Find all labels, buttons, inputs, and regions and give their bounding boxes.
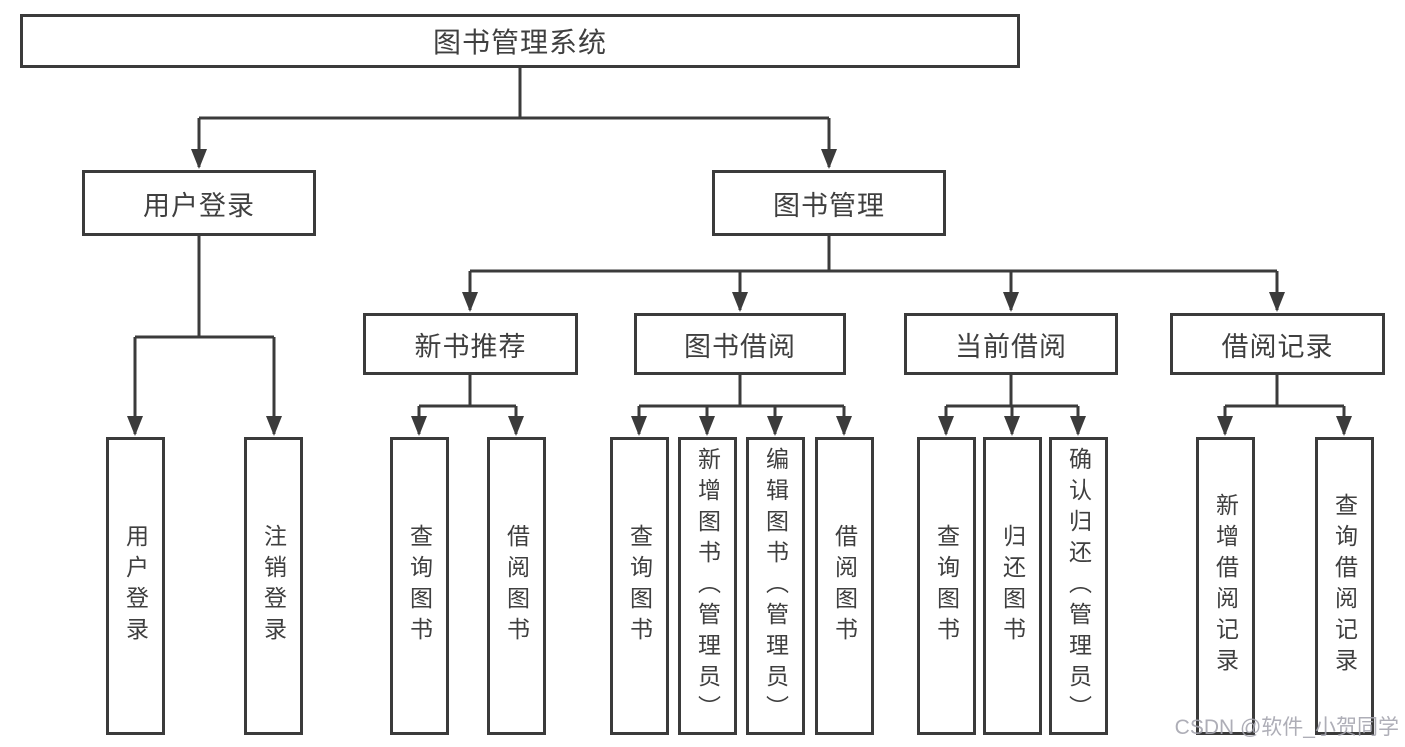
node-current-borrow: 当前借阅	[904, 313, 1118, 375]
leaf-query-books-current: 查询图书	[917, 437, 976, 735]
leaf-edit-book-admin: 编辑图书（管理员）	[746, 437, 805, 735]
leaf-query-borrow-record: 查询借阅记录	[1315, 437, 1374, 735]
leaf-borrow-books: 借阅图书	[815, 437, 874, 735]
node-book-borrow: 图书借阅	[634, 313, 846, 375]
leaf-add-book-admin: 新增图书（管理员）	[678, 437, 737, 735]
leaf-confirm-return-admin: 确认归还（管理员）	[1049, 437, 1108, 735]
node-book-management-system: 图书管理系统	[20, 14, 1020, 68]
node-book-management: 图书管理	[712, 170, 946, 236]
leaf-user-login: 用户登录	[106, 437, 165, 735]
leaf-borrow-books-recommend: 借阅图书	[487, 437, 546, 735]
leaf-query-books-recommend: 查询图书	[390, 437, 449, 735]
node-user-login: 用户登录	[82, 170, 316, 236]
leaf-query-books-borrow: 查询图书	[610, 437, 669, 735]
node-new-book-recommend: 新书推荐	[363, 313, 578, 375]
leaf-return-book: 归还图书	[983, 437, 1042, 735]
leaf-logout: 注销登录	[244, 437, 303, 735]
node-borrow-records: 借阅记录	[1170, 313, 1385, 375]
leaf-add-borrow-record: 新增借阅记录	[1196, 437, 1255, 735]
csdn-watermark: CSDN @软件_小贺同学	[1174, 716, 1399, 739]
